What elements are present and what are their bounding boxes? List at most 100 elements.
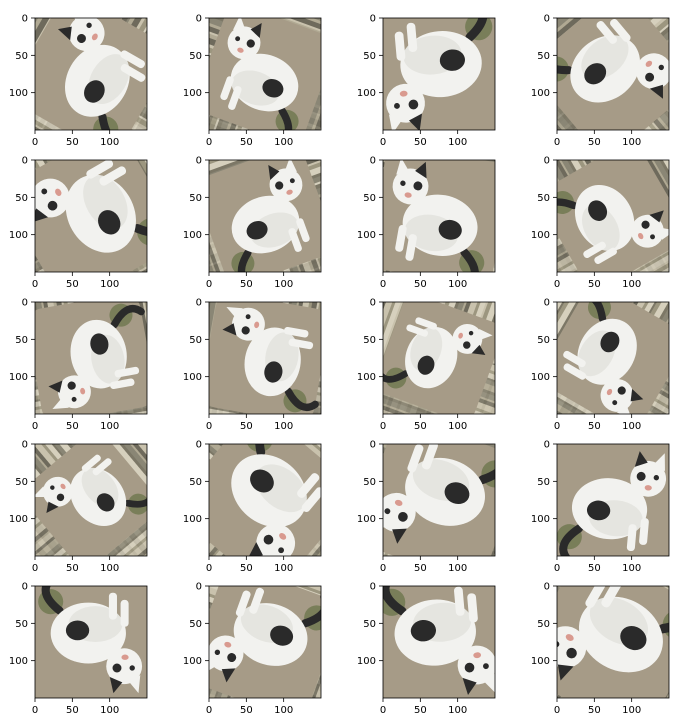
image-content	[35, 18, 147, 130]
cat-spot	[410, 620, 437, 642]
y-tick-label: 50	[15, 51, 28, 62]
cat-ear	[46, 501, 59, 514]
x-tick-label: 50	[240, 705, 253, 716]
cat-eye	[400, 180, 406, 186]
y-tick-label: 0	[196, 298, 202, 309]
y-tick-label: 50	[15, 335, 28, 346]
y-tick-label: 0	[544, 582, 550, 593]
image-content	[383, 160, 495, 272]
cat-eye-patch	[566, 647, 577, 659]
cat-eye-patch	[241, 326, 250, 335]
axes-frame	[34, 301, 148, 415]
cat-ear	[221, 668, 236, 683]
cat-ear	[52, 399, 69, 409]
y-tick-label: 50	[15, 477, 28, 488]
cat-leg	[120, 64, 146, 82]
cat-nose	[404, 192, 412, 198]
cat-ear	[222, 323, 237, 336]
cat-head	[256, 523, 296, 556]
cat-eye-patch	[47, 200, 58, 211]
x-tick-label: 0	[380, 137, 386, 148]
y-tick-label: 0	[22, 298, 28, 309]
cat-head	[209, 635, 244, 672]
image-content	[557, 586, 669, 698]
augmented-cat-image	[383, 302, 495, 414]
cat-eye	[653, 475, 660, 481]
cat-leg	[99, 166, 127, 186]
cat-nose	[254, 321, 260, 329]
cat-tail	[460, 248, 479, 272]
y-tick-label: 100	[183, 514, 202, 525]
cat-shading	[410, 327, 443, 372]
x-tick-label: 100	[100, 705, 119, 716]
cat-ear	[630, 388, 644, 402]
cat-nose	[286, 189, 293, 195]
axes-frame	[382, 585, 496, 699]
x-tick-label: 50	[414, 137, 427, 148]
y-tick-label: 0	[22, 582, 28, 593]
cat-leg	[288, 338, 314, 350]
cat-head	[106, 648, 143, 685]
x-tick-label: 0	[380, 279, 386, 290]
cat-ear	[415, 161, 427, 179]
cat-head	[630, 214, 664, 248]
cat-eye-patch	[263, 534, 274, 545]
y-tick-label: 0	[196, 14, 202, 25]
y-tick-label: 0	[370, 14, 376, 25]
cat-head	[42, 476, 73, 507]
cat-leg	[563, 350, 586, 368]
y-tick-label: 50	[189, 335, 202, 346]
cat-eye-patch	[645, 72, 655, 82]
grass-patch	[246, 444, 274, 453]
cat-eye	[278, 547, 285, 554]
cat-head	[630, 460, 667, 497]
augmented-cat-image	[383, 160, 495, 272]
y-tick-label: 100	[183, 230, 202, 241]
cat-leg	[406, 22, 418, 52]
cat-ear	[35, 486, 45, 498]
cat-tail	[276, 107, 293, 130]
y-tick-label: 0	[370, 582, 376, 593]
cat-head	[457, 645, 495, 685]
image-content	[557, 302, 669, 414]
axes-frame	[208, 301, 322, 415]
x-tick-label: 50	[66, 705, 79, 716]
cat-spot	[90, 333, 109, 355]
cat-leg	[594, 247, 617, 264]
cat-head	[636, 53, 669, 90]
y-tick-label: 50	[537, 477, 550, 488]
x-tick-label: 0	[206, 705, 212, 716]
cat-tail	[557, 47, 573, 75]
x-tick-label: 50	[66, 137, 79, 148]
x-tick-label: 0	[32, 279, 38, 290]
x-tick-label: 100	[448, 279, 467, 290]
cat-nose	[91, 33, 98, 41]
augmented-cat-image	[209, 586, 321, 698]
augmented-cat-image	[557, 444, 669, 556]
cat-head	[68, 18, 105, 52]
image-content	[557, 160, 669, 272]
x-tick-label: 50	[240, 279, 253, 290]
y-tick-label: 100	[357, 656, 376, 667]
augmented-cat-image	[383, 586, 495, 698]
x-tick-label: 0	[380, 705, 386, 716]
cat-tail	[559, 524, 584, 556]
cat-leg	[421, 444, 438, 470]
cat-leg	[563, 363, 587, 380]
cat-spot	[264, 361, 283, 383]
cat-nose	[644, 485, 652, 491]
image-content	[383, 586, 495, 698]
image-content	[35, 160, 147, 272]
x-tick-label: 50	[588, 421, 601, 432]
x-tick-label: 100	[622, 279, 641, 290]
x-tick-label: 100	[622, 563, 641, 574]
